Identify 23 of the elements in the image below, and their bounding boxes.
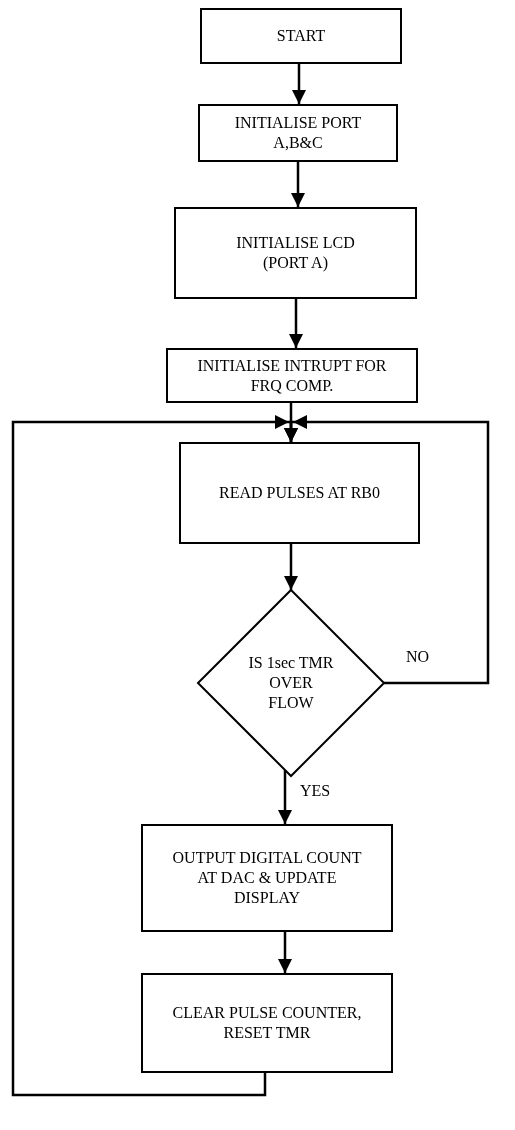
process-box: [141, 824, 393, 932]
arrow: [291, 162, 305, 207]
process-box: [198, 104, 398, 162]
process-box: [166, 348, 418, 403]
step-text: OUTPUT DIGITAL COUNT AT DAC & UPDATE DISPLAY: [172, 848, 362, 908]
step-text: INITIALISE PORT A,B&C: [233, 113, 363, 153]
step-text: START: [276, 26, 326, 46]
step-text: IS 1sec TMR OVER FLOW: [247, 653, 335, 713]
arrow: [278, 770, 292, 824]
arrow: [292, 64, 306, 104]
step-text: INITIALISE INTRUPT FOR FRQ COMP.: [196, 355, 388, 396]
process-box: [200, 8, 402, 64]
arrow: [284, 544, 298, 590]
process-box: [174, 207, 417, 299]
step-text: INITIALISE LCD (PORT A): [235, 233, 356, 273]
arrow: [278, 932, 292, 973]
step-text: CLEAR PULSE COUNTER, RESET TMR: [172, 1003, 362, 1043]
process-box: [179, 442, 420, 544]
arrow: [289, 299, 303, 348]
arrow: [284, 415, 490, 685]
step-text: READ PULSES AT RB0: [218, 483, 381, 503]
decision-diamond: [198, 590, 384, 776]
process-box: [141, 973, 393, 1073]
